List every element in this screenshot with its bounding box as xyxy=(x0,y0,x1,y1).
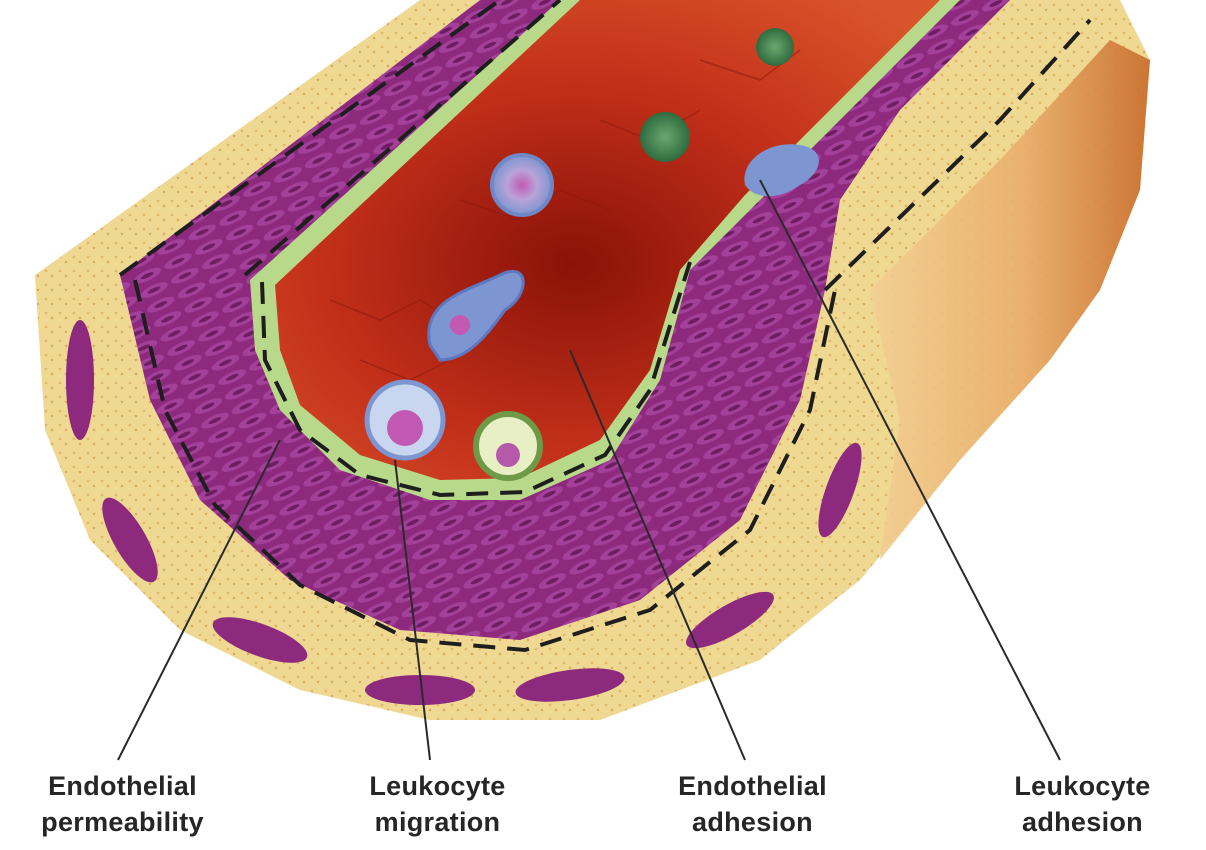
label-line-2: adhesion xyxy=(975,804,1190,840)
leukocyte-floating-1 xyxy=(492,155,552,215)
label-line-1: Endothelial xyxy=(10,768,235,804)
label-line-1: Leukocyte xyxy=(330,768,545,804)
label-line-2: migration xyxy=(330,804,545,840)
label-endothelial-permeability: Endothelial permeability xyxy=(10,768,235,840)
label-line-2: permeability xyxy=(10,804,235,840)
label-line-1: Endothelial xyxy=(640,768,865,804)
label-endothelial-adhesion: Endothelial adhesion xyxy=(640,768,865,840)
label-line-1: Leukocyte xyxy=(975,768,1190,804)
label-leukocyte-migration: Leukocyte migration xyxy=(330,768,545,840)
label-leukocyte-adhesion: Leukocyte adhesion xyxy=(975,768,1190,840)
label-line-2: adhesion xyxy=(640,804,865,840)
